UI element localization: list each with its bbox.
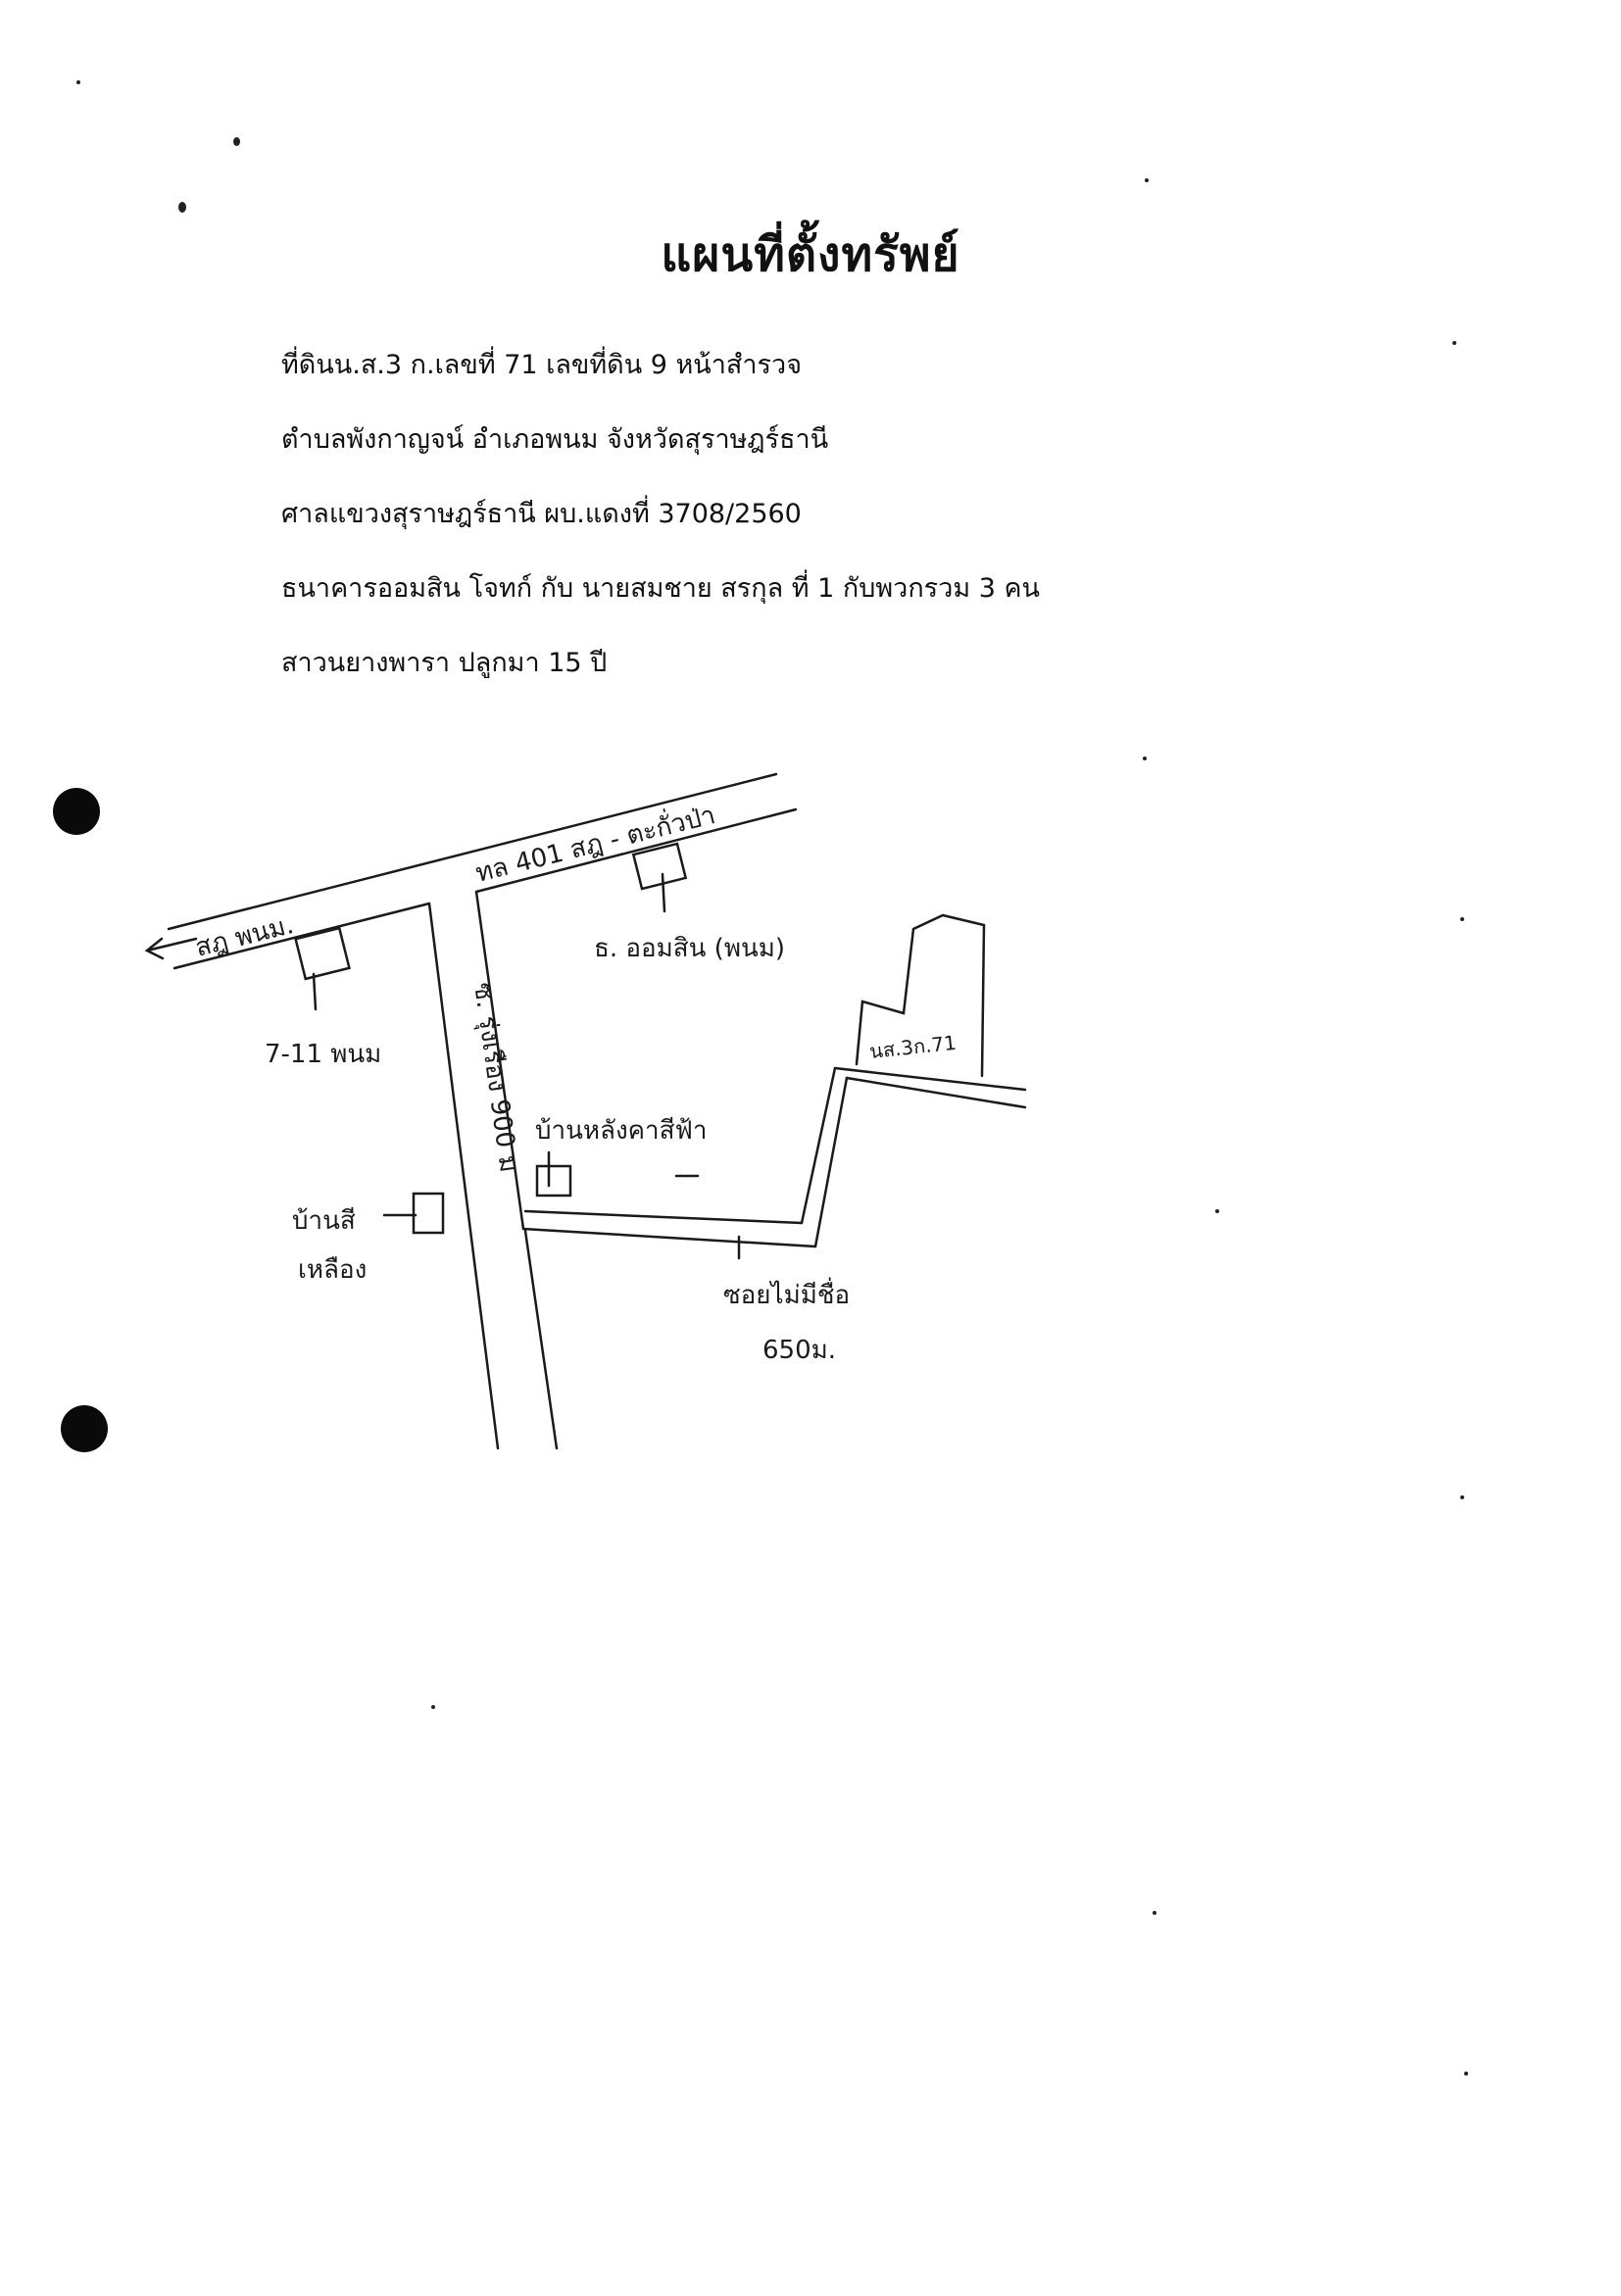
side-road-label: ซ. รุ่งเรือง 900 ม [467,981,523,1175]
scan-speck [178,202,186,213]
scan-speck [1153,1911,1156,1915]
scan-speck [1460,1495,1464,1499]
page-title: แผนที่ตั้งทรัพย์ [661,227,960,282]
bank-label: ธ. ออมสิน (พนม) [594,934,785,963]
land-use-line: สาวนยางพารา ปลูกมา 15 ปี [281,648,608,678]
unnamed-lane-label: ซอยไม่มีชื่อ [723,1277,850,1310]
parties-line: ธนาคารออมสิน โจทก์ กับ นายสมชาย สรกุล ที… [281,573,1041,604]
parcel-label: นส.3ก.71 [868,1031,958,1063]
seven-eleven-label: 7-11 พนม [265,1040,381,1069]
scan-speck [1215,1209,1219,1213]
scan-speck [1464,2072,1468,2076]
yellow-house-label-2: เหลือง [298,1255,367,1285]
scan-speck [431,1705,435,1709]
highway-upper-edge [167,772,778,931]
unnamed-lane-lower [521,1227,817,1248]
location-line: ตำบลพังกาญจน์ อำเภอพนม จังหวัดสุราษฎร์ธา… [281,424,829,455]
scan-speck [1143,757,1147,760]
parcel-outline [855,913,986,1078]
scan-speck [1460,917,1464,921]
scan-speck [1452,341,1456,345]
arrow-to-phanom [145,937,198,953]
court-case-line: ศาลแขวงสุราษฎร์ธานี ผบ.แดงที่ 3708/2560 [281,499,802,529]
scan-speck [76,80,80,84]
scan-speck [1145,178,1149,182]
blue-roof-house-label: บ้านหลังคาสีฟ้า [535,1116,708,1146]
deed-info-line: ที่ดินน.ส.3 ก.เลขที่ 71 เลขที่ดิน 9 หน้า… [281,350,803,380]
punch-hole-top [53,788,100,835]
punch-hole-bottom [61,1405,108,1452]
side-road-left-edge [427,902,500,1450]
distance-label: 650ม. [762,1336,836,1365]
scan-speck [233,137,240,146]
yellow-house-label-1: บ้านสี [292,1206,356,1236]
